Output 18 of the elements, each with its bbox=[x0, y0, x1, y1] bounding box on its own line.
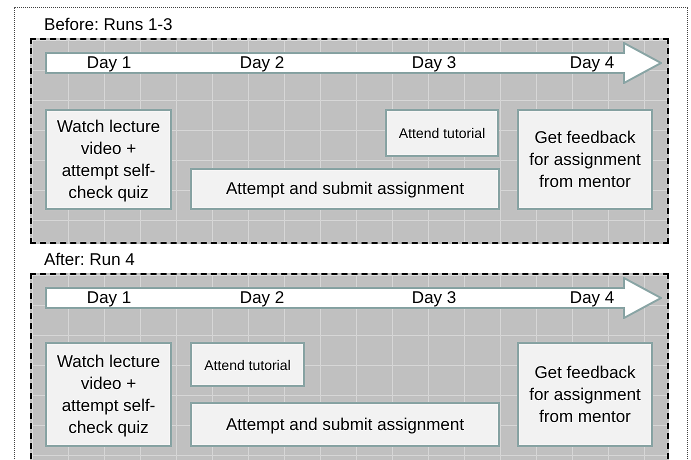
day-label: Day 3 bbox=[412, 53, 456, 73]
section-title: Before: Runs 1-3 bbox=[44, 14, 173, 36]
day-label: Day 2 bbox=[240, 53, 284, 73]
activity-box: Get feedback for assignment from mentor bbox=[517, 109, 653, 210]
section-title: After: Run 4 bbox=[44, 249, 135, 271]
activity-box: Attempt and submit assignment bbox=[190, 402, 500, 447]
activity-box: Attend tutorial bbox=[190, 342, 305, 387]
activity-box: Watch lecture video + attempt self-check quiz bbox=[45, 109, 172, 210]
day-label: Day 4 bbox=[570, 288, 614, 308]
day-label: Day 3 bbox=[412, 288, 456, 308]
activity-box: Get feedback for assignment from mentor bbox=[517, 342, 653, 447]
activity-box: Attempt and submit assignment bbox=[190, 168, 500, 210]
day-label: Day 1 bbox=[86, 53, 132, 73]
day-label: Day 1 bbox=[86, 288, 132, 308]
activity-box: Watch lecture video + attempt self-check quiz bbox=[45, 342, 172, 447]
day-label: Day 4 bbox=[570, 53, 614, 73]
activity-box: Attend tutorial bbox=[385, 109, 499, 157]
day-label: Day 2 bbox=[240, 288, 284, 308]
